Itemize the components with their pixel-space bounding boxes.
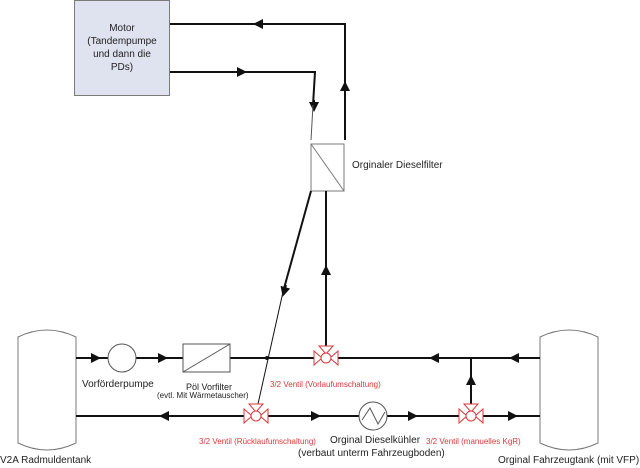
dieselfilter-symbol: [310, 143, 345, 192]
ventil-ruecklauf-label: 3/2 Ventil (Rücklaufumschaltung): [199, 437, 316, 446]
ventil-vorlauf-label: 3/2 Ventil (Vorlaufumschaltung): [270, 380, 381, 389]
return-diagonal-line: [257, 190, 312, 405]
ventil-manuell-label: 3/2 Ventil (manuelles KgR): [426, 437, 521, 446]
tank-right-label: Orginal Fahrzeugtank (mit VFP): [498, 455, 640, 466]
valve-manuell[interactable]: [458, 403, 484, 425]
valve-vorlauf[interactable]: [313, 345, 339, 367]
pump-symbol: [107, 343, 137, 373]
cooler-symbol: [358, 401, 388, 431]
vorfoerderpumpe-label: Vorförderpumpe: [82, 379, 154, 390]
tank-left-label: V2A Radmuldentank: [0, 455, 92, 466]
dieselfilter-label: Orginaler Dieselfilter: [352, 160, 443, 171]
motor-box: Motor (Tandempumpe und dann die PDs): [74, 0, 170, 96]
motor-return-line: [170, 19, 350, 140]
dieselkuehler-label-1: Orginal Dieselkühler: [330, 435, 421, 446]
vorfilter-label-1: Pöl Vorfilter: [186, 382, 233, 392]
motor-line: und dann die: [93, 49, 151, 60]
tank-left: [17, 329, 77, 451]
dieselkuehler-label-2: (verbaut unterm Fahrzeugboden): [298, 448, 445, 459]
motor-supply-line: [170, 67, 319, 112]
motor-line: (Tandempumpe: [87, 36, 157, 47]
vorfilter-label-2: (evtl. Mit Wärmetauscher): [157, 391, 249, 400]
valve-ruecklauf[interactable]: [243, 403, 269, 425]
tank-right: [539, 329, 599, 451]
motor-line: PDs): [110, 62, 134, 73]
motor-line: Motor: [109, 23, 135, 34]
vorfilter-symbol: [182, 343, 231, 373]
